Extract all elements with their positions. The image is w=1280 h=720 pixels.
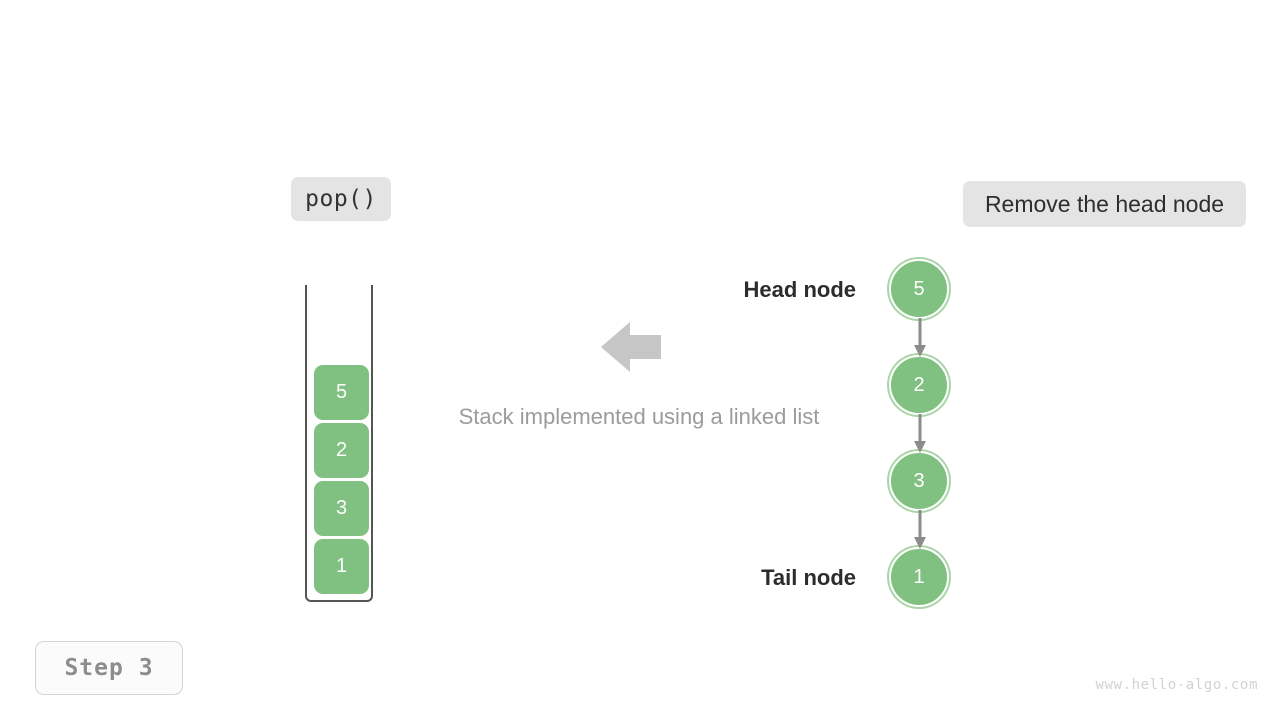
stack-item-list: 5 2 3 1 (314, 362, 369, 594)
link-arrow-icon (914, 318, 926, 357)
linked-list-node: 1 (889, 547, 949, 607)
stack-container: 5 2 3 1 (305, 285, 373, 602)
step-badge: Step 3 (35, 641, 183, 695)
diagram-caption: Stack implemented using a linked list (0, 404, 1280, 430)
linked-list-node: 5 (889, 259, 949, 319)
diagram-caption-text: Stack implemented using a linked list (458, 404, 820, 429)
stack-cell: 3 (314, 481, 369, 536)
operation-badge-label: pop() (305, 186, 377, 212)
watermark: www.hello-algo.com (1095, 677, 1258, 693)
linked-list-node: 2 (889, 355, 949, 415)
stack-cell: 5 (314, 365, 369, 420)
action-badge-label: Remove the head node (984, 190, 1225, 217)
link-arrow-icon (914, 414, 926, 453)
left-arrow-icon (601, 322, 661, 372)
operation-badge: pop() (291, 177, 391, 221)
tail-node-label: Tail node (761, 565, 856, 590)
head-node-label: Head node (743, 277, 856, 302)
linked-list-node: 3 (889, 451, 949, 511)
stack-cell: 2 (314, 423, 369, 478)
stack-cell: 1 (314, 539, 369, 594)
watermark-text: www.hello-algo.com (1095, 677, 1258, 693)
action-badge: Remove the head node (963, 181, 1246, 227)
link-arrow-icon (914, 510, 926, 549)
step-badge-label: Step 3 (64, 655, 154, 681)
